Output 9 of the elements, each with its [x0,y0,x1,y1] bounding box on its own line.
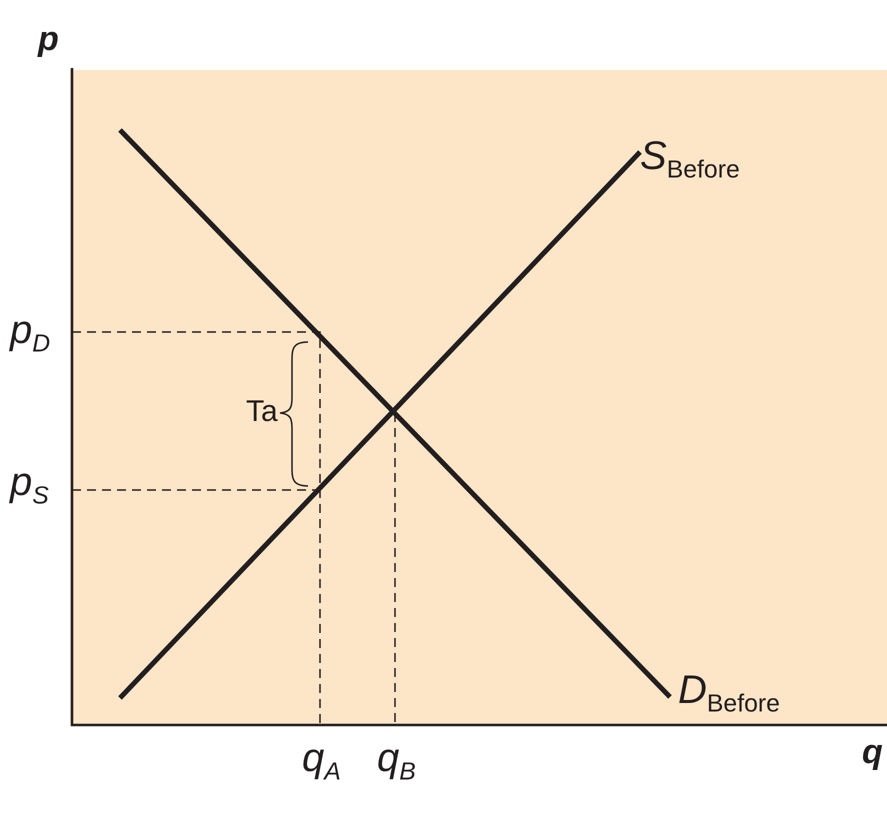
curve-label: D$_{Before}$ [678,670,780,718]
axis-label: p [38,22,59,56]
curve-label: S$_{Before}$ [640,136,740,184]
brace-label: Ta [246,397,278,427]
tick-label: q$_{A}$ [302,738,341,786]
axis-label: q [862,735,883,769]
tick-label: p$_{D}$ [10,310,50,358]
tick-label: q$_{B}$ [377,738,416,786]
tick-label: p$_{S}$ [10,462,49,510]
